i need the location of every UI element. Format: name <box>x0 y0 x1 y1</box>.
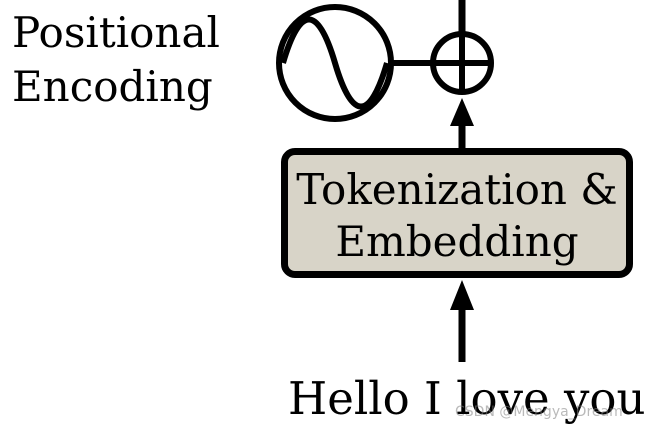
positional-encoding-label-line1: Positional <box>12 8 220 57</box>
sine-wave-icon <box>276 4 394 122</box>
input-sentence: Hello I love you <box>288 372 646 425</box>
embedding-block-title-line1: Tokenization & <box>296 165 618 214</box>
arrow-embedding-to-adder <box>450 98 474 148</box>
watermark-text: CSDN @Mengya_Dream <box>455 404 623 420</box>
positional-encoding-label-line2: Encoding <box>12 62 213 111</box>
plus-circle-icon <box>430 31 494 95</box>
embedding-block-title-line2: Embedding <box>335 217 579 266</box>
tokenization-embedding-block: Tokenization & Embedding <box>281 148 633 278</box>
arrow-input-to-embedding <box>450 280 474 362</box>
